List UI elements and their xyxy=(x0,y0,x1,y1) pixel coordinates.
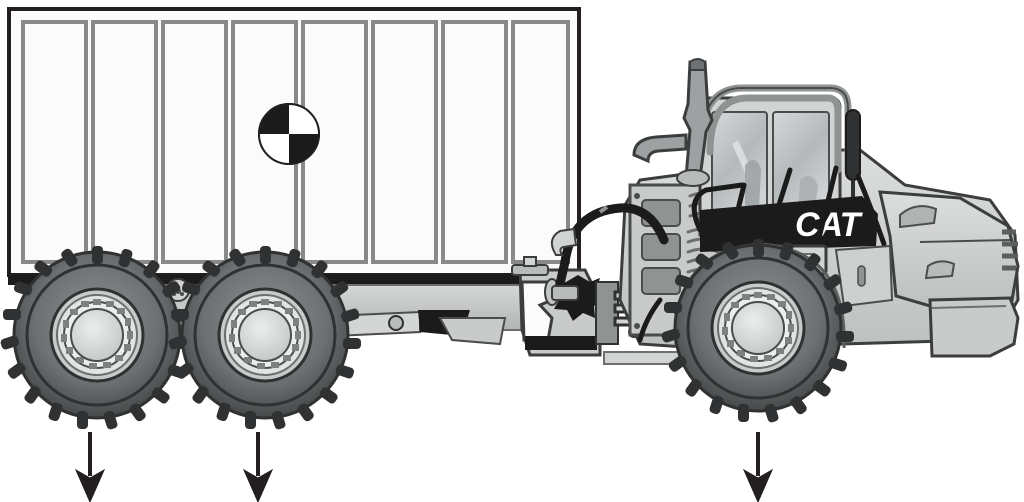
front-bumper xyxy=(928,296,1020,358)
load-arrow-front-axle xyxy=(742,432,774,502)
brand-panel: CAT xyxy=(700,196,878,252)
cat-brand-text: CAT xyxy=(795,206,864,244)
quartered-roundel-badge xyxy=(258,103,320,165)
wheel-trailer-front xyxy=(168,246,361,430)
operator-seat xyxy=(745,159,761,211)
wheel-trailer-rear xyxy=(0,246,193,430)
side-body-panel xyxy=(834,244,894,308)
wheel-tractor-drive xyxy=(661,239,854,423)
load-arrows xyxy=(74,432,774,502)
hood-vent-slats xyxy=(1002,229,1018,271)
air-intake-pipe xyxy=(632,133,688,164)
operator-cab xyxy=(698,96,842,237)
exhaust-stack xyxy=(632,58,714,187)
door-handle xyxy=(857,265,866,287)
container-body xyxy=(7,7,581,277)
load-arrow-rear-axle xyxy=(74,432,106,502)
mirror-arm xyxy=(845,109,861,206)
load-arrow-middle-axle xyxy=(242,432,274,502)
